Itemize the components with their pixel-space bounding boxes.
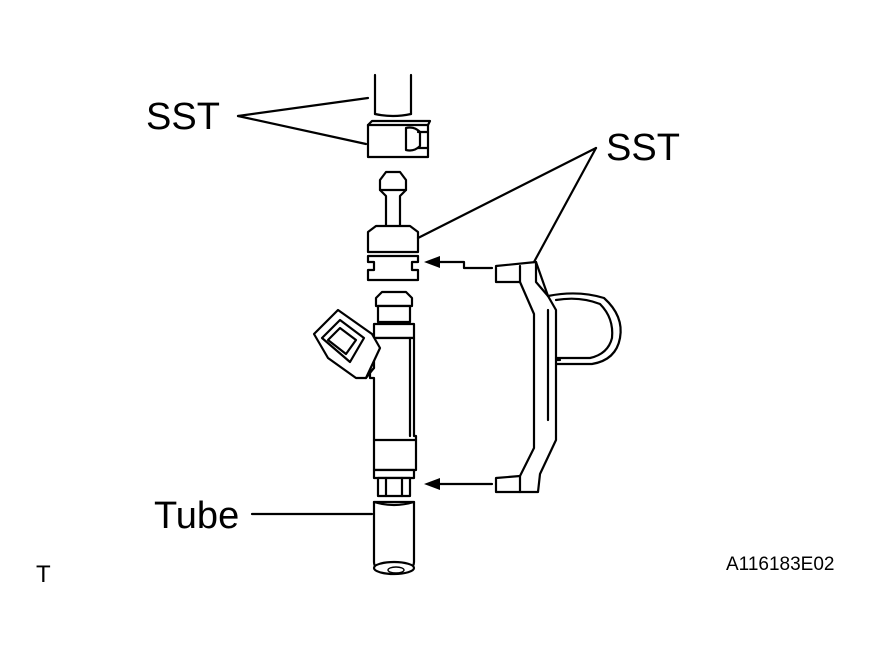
sst-upper-pipe <box>373 73 413 118</box>
leader-lines <box>236 96 598 516</box>
insertion-arrow-lower <box>424 478 494 490</box>
corner-mark: T <box>36 561 51 588</box>
sst-clamp <box>494 260 622 494</box>
tube <box>372 500 416 576</box>
figure-code: A116183E02 <box>726 554 834 575</box>
sst-label-right: SST <box>606 127 680 169</box>
sst-adapter-nipple <box>366 170 420 282</box>
sst-label-upper: SST <box>146 96 220 138</box>
fuel-injector <box>312 290 418 498</box>
tube-label: Tube <box>154 495 239 537</box>
sst-clip-block <box>366 119 432 159</box>
insertion-arrow-upper <box>424 256 494 270</box>
